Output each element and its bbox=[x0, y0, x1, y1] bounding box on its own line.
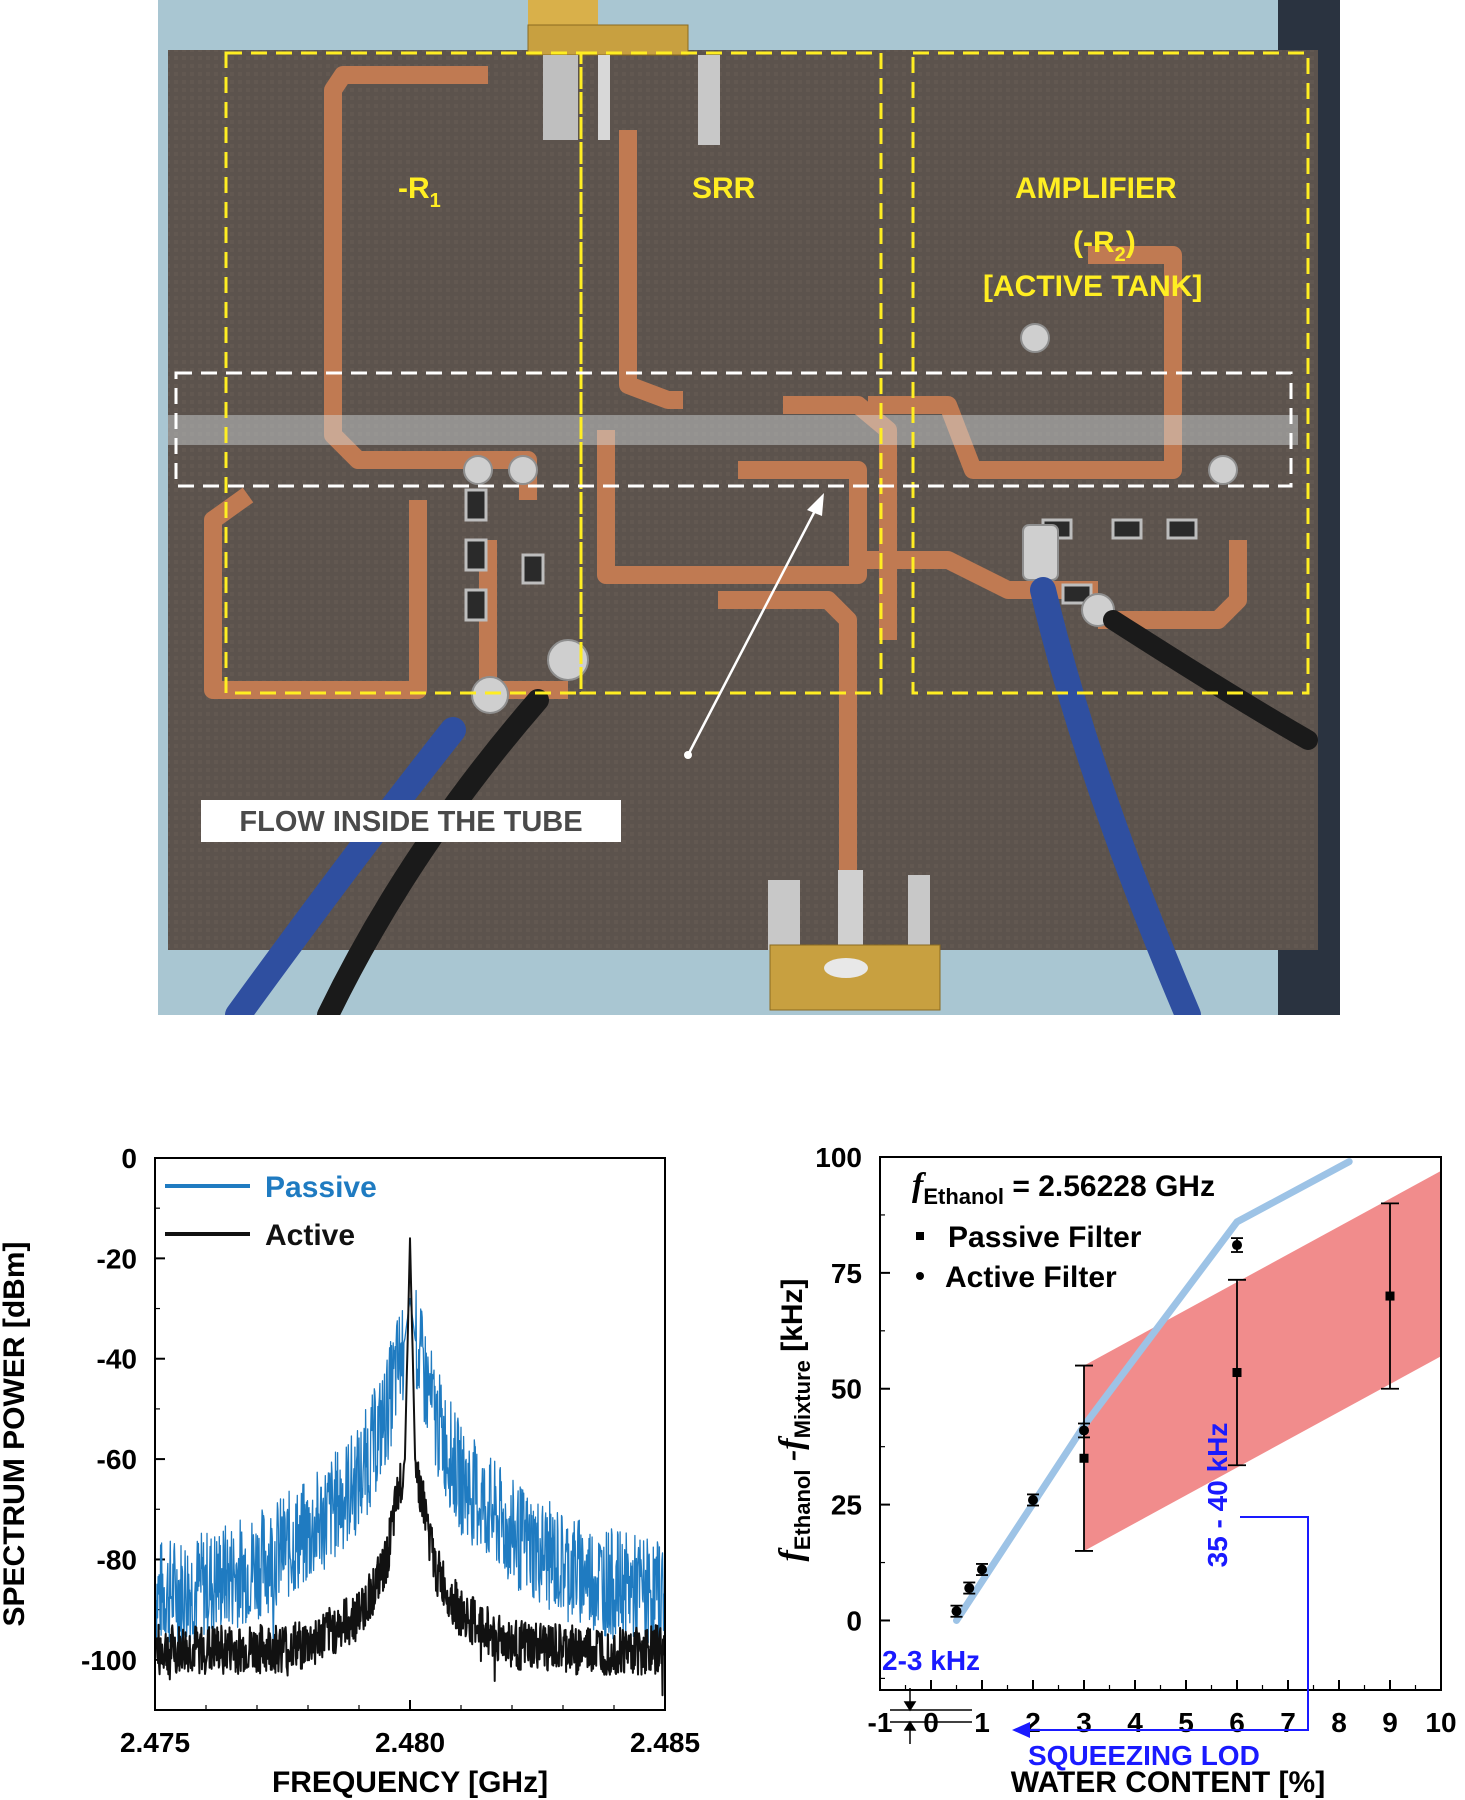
y-tick-label: 50 bbox=[831, 1374, 862, 1405]
data-point-active bbox=[977, 1564, 987, 1575]
fit-line bbox=[953, 1158, 1353, 1624]
x-tick-label: 6 bbox=[1229, 1707, 1245, 1738]
y-tick-label: 75 bbox=[831, 1258, 862, 1289]
y-tick-label: -40 bbox=[97, 1344, 137, 1375]
x-tick-label: 10 bbox=[1425, 1707, 1456, 1738]
legend-marker-active bbox=[916, 1272, 924, 1280]
y-tick-label: 100 bbox=[815, 1142, 862, 1173]
data-point-passive bbox=[1232, 1368, 1242, 1378]
spectrum-chart: 2.475 2.480 2.485 0 -20 -40 -60 -80 -100 Passive… bbox=[0, 1120, 700, 1800]
x-tick-label: -1 bbox=[868, 1707, 893, 1738]
legend: Passive Filter Active Filter bbox=[916, 1221, 1142, 1294]
x-tick-label: 3 bbox=[1076, 1707, 1092, 1738]
data-point-passive bbox=[1079, 1453, 1089, 1463]
flow-label: FLOW INSIDE THE TUBE bbox=[201, 800, 621, 842]
y-tick-label: -60 bbox=[97, 1444, 137, 1475]
plot-frame bbox=[879, 1156, 1442, 1691]
x-tick-label: 2.480 bbox=[375, 1727, 445, 1758]
series-line-passive bbox=[154, 1289, 666, 1649]
flow-arrow bbox=[684, 493, 824, 759]
legend-label-passive: Passive bbox=[265, 1171, 377, 1204]
x-axis-label: WATER CONTENT [%] bbox=[1011, 1766, 1325, 1799]
y-axis-label: SPECTRUM POWER [dBm] bbox=[0, 1242, 31, 1627]
lod-annotation bbox=[1012, 1516, 1309, 1738]
y-tick-label: -20 bbox=[97, 1243, 137, 1274]
passive-range-band bbox=[1084, 1170, 1441, 1551]
lead-wires bbox=[225, 577, 1318, 1015]
chart-title: fEthanol = 2.56228 GHz bbox=[912, 1167, 1215, 1209]
data-point-active bbox=[1028, 1494, 1038, 1505]
y-tick-label: -100 bbox=[81, 1645, 137, 1676]
y-tick-label: -80 bbox=[97, 1544, 137, 1575]
lod-label: SQUEEZING LOD bbox=[1028, 1740, 1260, 1771]
legend-marker-passive bbox=[916, 1232, 924, 1240]
data-point-passive bbox=[1385, 1291, 1395, 1301]
amplifier-label: AMPLIFIER bbox=[1015, 172, 1177, 205]
series-line-active bbox=[154, 1237, 666, 1697]
legend-label-active: Active bbox=[265, 1219, 355, 1252]
x-tick-label: 2.475 bbox=[120, 1727, 190, 1758]
y-tick-label: 25 bbox=[831, 1490, 862, 1521]
x-axis-label: FREQUENCY [GHz] bbox=[272, 1766, 548, 1799]
data-point-active bbox=[964, 1583, 975, 1594]
active-range-label: 2-3 kHz bbox=[882, 1645, 980, 1676]
svg-text:FLOW INSIDE THE TUBE: FLOW INSIDE THE TUBE bbox=[239, 806, 582, 838]
data-point-active bbox=[1232, 1240, 1242, 1251]
x-tick-label: 4 bbox=[1127, 1707, 1143, 1738]
legend: Passive Active bbox=[165, 1171, 377, 1252]
passive-range-label: 35 - 40 kHz bbox=[1202, 1423, 1233, 1568]
x-tick-label: 7 bbox=[1280, 1707, 1296, 1738]
x-tick-label: 9 bbox=[1382, 1707, 1398, 1738]
sma-connector-top bbox=[527, 0, 720, 145]
solder-joints bbox=[463, 323, 1238, 714]
data-point-active bbox=[1079, 1425, 1089, 1436]
x-tick-label: 8 bbox=[1331, 1707, 1347, 1738]
y-tick-label: 0 bbox=[121, 1143, 137, 1174]
x-tick-label: 1 bbox=[974, 1707, 990, 1738]
srr-label: SRR bbox=[692, 172, 756, 205]
y-tick-label: 0 bbox=[846, 1605, 862, 1636]
pcb-photo: -R1 SRR AMPLIFIER (-R2) [ACTIVE TANK] FL… bbox=[158, 0, 1340, 1015]
active-range-bracket bbox=[890, 1688, 972, 1744]
r2-label: (-R2) bbox=[1073, 226, 1136, 266]
y-axis-label: fEthanol -fMixture [kHz] bbox=[773, 1278, 815, 1561]
tube-region-box bbox=[174, 371, 1293, 488]
legend-label-passive-filter: Passive Filter bbox=[948, 1221, 1142, 1254]
r1-label: -R1 bbox=[398, 172, 441, 212]
sma-connector-bottom bbox=[768, 870, 941, 1011]
x-tick-label: 2.485 bbox=[630, 1727, 700, 1758]
glass-tube bbox=[168, 415, 1298, 445]
legend-label-active-filter: Active Filter bbox=[945, 1261, 1117, 1294]
x-tick-label: 5 bbox=[1178, 1707, 1194, 1738]
data-point-active bbox=[951, 1606, 962, 1617]
plot-frame bbox=[154, 1157, 666, 1711]
active-tank-label: [ACTIVE TANK] bbox=[983, 270, 1202, 303]
